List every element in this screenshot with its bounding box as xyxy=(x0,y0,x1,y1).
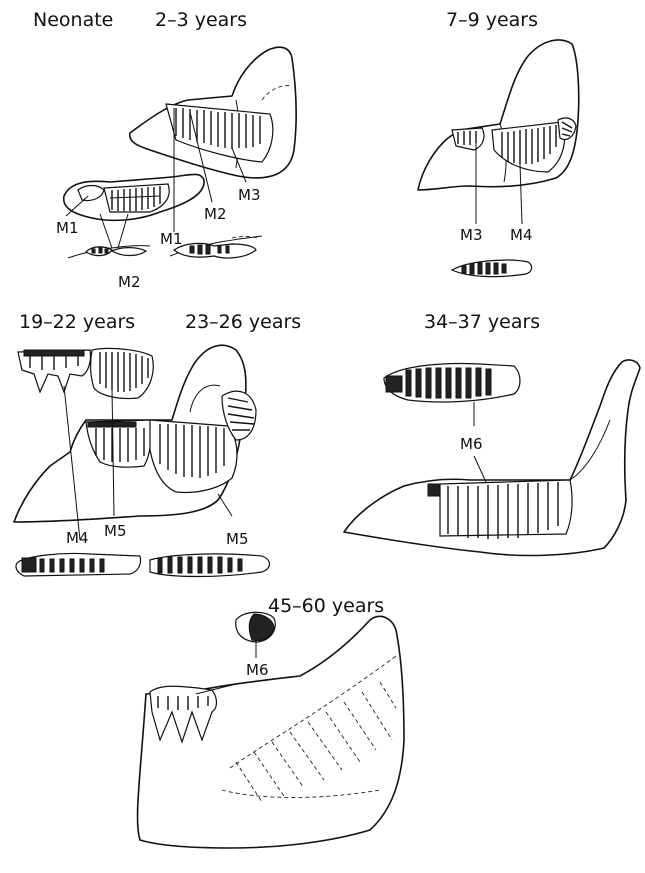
tooth-label-m1-2-3: M1 xyxy=(160,232,183,247)
jaw-45-60-years xyxy=(138,616,404,848)
tooth-label-m5-23-26: M5 xyxy=(226,532,249,547)
tooth-label-m3-2-3: M3 xyxy=(238,188,261,203)
34-37-upper-tooth xyxy=(384,364,520,402)
19-26-occlusal-teeth xyxy=(16,553,270,576)
45-60-upper-tooth xyxy=(236,612,275,642)
jaw-neonate xyxy=(64,174,204,220)
tooth-label-m5-19-22: M5 xyxy=(104,524,127,539)
tooth-label-m4-19-22: M4 xyxy=(66,531,89,546)
tooth-label-m1-neonate: M1 xyxy=(56,221,79,236)
tooth-label-m2-neonate: M2 xyxy=(118,275,141,290)
tooth-label-m4-7-9: M4 xyxy=(510,228,533,243)
tooth-label-m6-34-37: M6 xyxy=(460,437,483,452)
7-9-occlusal-tooth xyxy=(452,260,532,277)
tooth-label-m6-45-60: M6 xyxy=(246,663,269,678)
upper-teeth-19-22 xyxy=(18,348,153,398)
2-3-occlusal-teeth xyxy=(170,236,262,258)
tooth-label-m3-7-9: M3 xyxy=(460,228,483,243)
leader-m6-lower-34-37 xyxy=(474,456,486,482)
leader-m5-23-26 xyxy=(218,494,232,516)
jaw-7-9-years xyxy=(418,40,579,190)
tooth-label-m2-2-3: M2 xyxy=(204,207,227,222)
neonate-occlusal-teeth xyxy=(68,246,150,258)
jaw-2-3-years xyxy=(130,47,296,178)
